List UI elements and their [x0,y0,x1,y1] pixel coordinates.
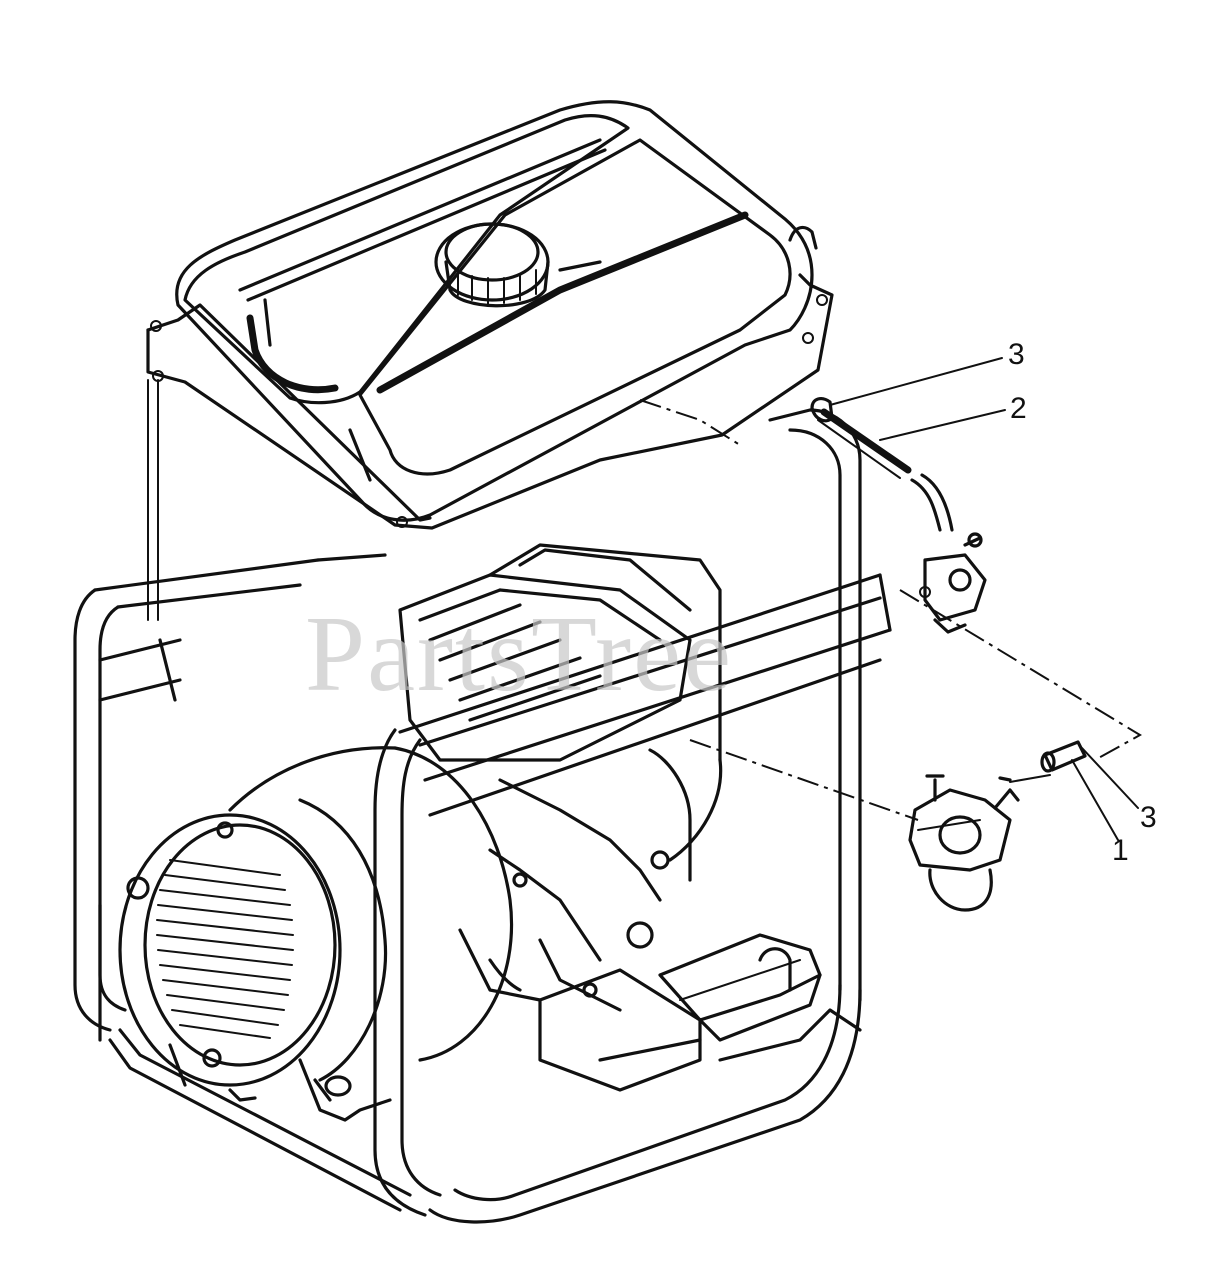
fuel-valve-icon [919,532,987,634]
callout-3-top-leader [829,357,1003,406]
callout-3-right: 3 [1140,801,1157,834]
engine [398,543,862,1092]
callout-1-leader [1071,759,1119,841]
carburetor-icon [908,774,1020,912]
fuel-tank [146,100,834,530]
callout-3-top: 3 [1008,338,1025,371]
fuel-line-assembly [689,397,1142,912]
watermark: PartsTree [305,595,733,714]
callout-2: 2 [1010,392,1027,425]
hose-clamp-top-icon [810,397,834,423]
louver-vents-icon [156,859,294,1039]
fuel-cap-icon [434,222,550,308]
frame [73,379,892,1224]
fuel-fitting-icon [1009,740,1087,783]
callout-3-right-leader [1081,747,1139,809]
callout-2-leader [879,409,1006,441]
alternator [118,746,514,1122]
callout-1: 1 [1112,834,1129,867]
fuel-hose-icon [817,408,912,479]
callouts: 3 2 3 1 [829,338,1157,867]
